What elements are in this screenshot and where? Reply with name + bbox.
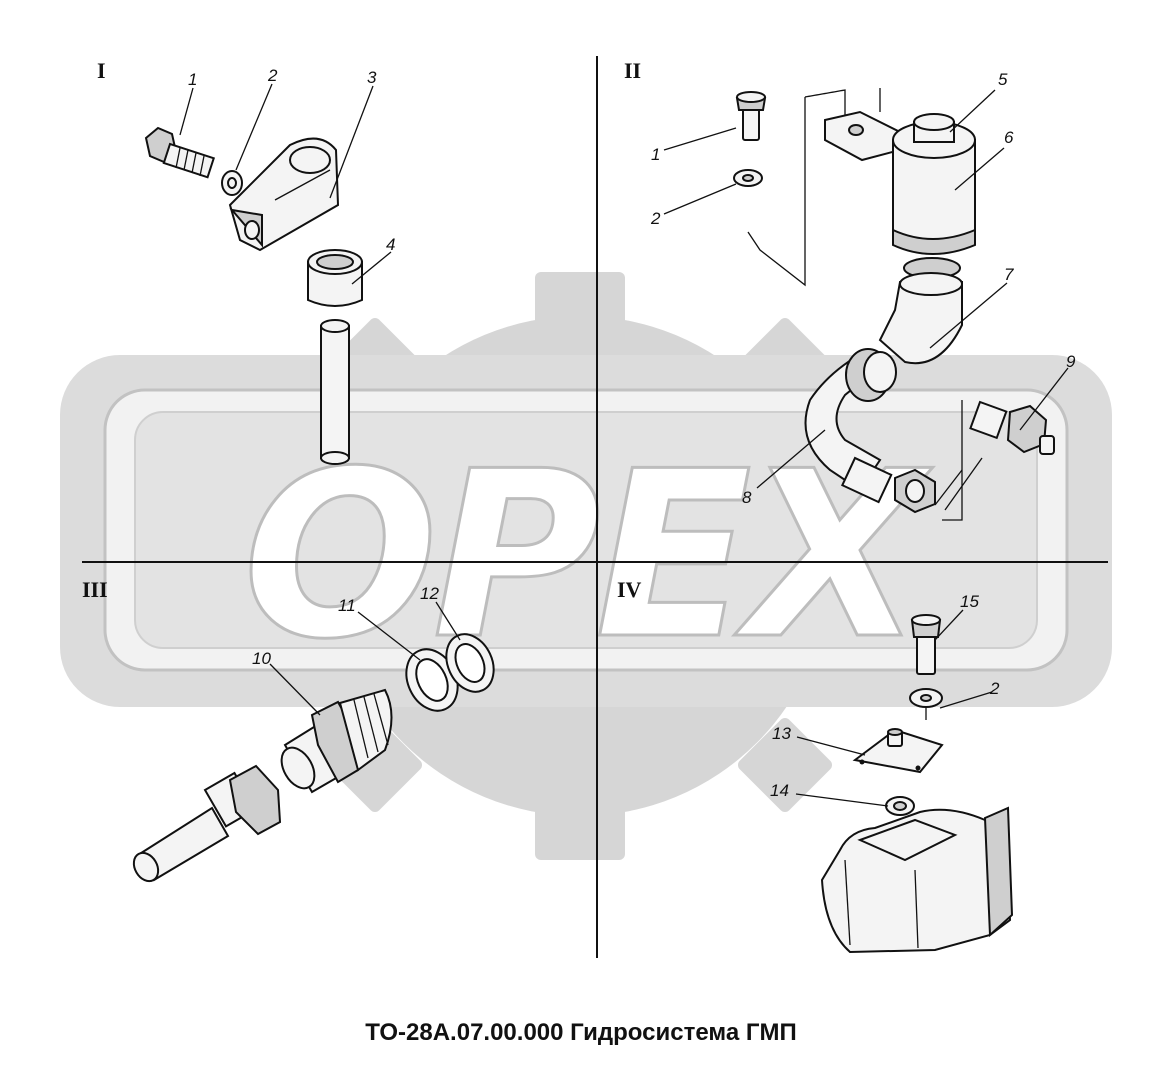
seal-part-11 bbox=[405, 648, 459, 712]
pump-housing-part-14 bbox=[820, 796, 1014, 954]
bolt-part-1 bbox=[144, 126, 216, 179]
callout-q4-2: 2 bbox=[989, 679, 1000, 698]
bolt-part-15 bbox=[910, 614, 942, 675]
callout-q1-1: 1 bbox=[188, 70, 197, 89]
callout-q4-15: 15 bbox=[960, 592, 979, 611]
callout-q1-4: 4 bbox=[386, 235, 395, 254]
bracket-part-3 bbox=[228, 137, 340, 252]
quadrant-i: 1 2 3 4 bbox=[144, 66, 395, 465]
filter-bracket bbox=[824, 110, 901, 162]
callout-q2-2: 2 bbox=[650, 209, 661, 228]
quadrant-label-iv: IV bbox=[617, 577, 642, 602]
quadrant-iv: 15 2 13 14 bbox=[770, 592, 1014, 954]
callout-q4-13: 13 bbox=[772, 724, 791, 743]
cover-plate-part-13 bbox=[852, 728, 944, 774]
sleeve-part-4 bbox=[307, 249, 363, 307]
callout-q3-12: 12 bbox=[420, 584, 439, 603]
callout-q2-5: 5 bbox=[998, 70, 1008, 89]
bolt-part-1-q2 bbox=[735, 91, 767, 141]
callout-q3-11: 11 bbox=[338, 596, 356, 615]
callout-q4-14: 14 bbox=[770, 781, 789, 800]
elbow-part-7 bbox=[878, 257, 963, 365]
hose-part-8 bbox=[804, 348, 936, 514]
quadrant-label-iii: III bbox=[82, 577, 108, 602]
callout-q3-10: 10 bbox=[252, 649, 271, 668]
callout-q2-6: 6 bbox=[1004, 128, 1014, 147]
tube-fitting bbox=[132, 764, 282, 883]
filter-cap-part-5 bbox=[913, 113, 955, 143]
callout-q2-7: 7 bbox=[1004, 265, 1014, 284]
sensor-part-9 bbox=[969, 400, 1055, 455]
quadrant-label-ii: II bbox=[624, 58, 641, 83]
diagram-caption: ТО-28А.07.00.000 Гидросистема ГМП bbox=[365, 1019, 796, 1046]
quadrant-iii: 10 11 12 bbox=[132, 584, 495, 883]
callout-q1-2: 2 bbox=[267, 66, 278, 85]
callout-q2-9: 9 bbox=[1066, 352, 1076, 371]
callout-q1-3: 3 bbox=[367, 68, 377, 87]
callout-q2-8: 8 bbox=[742, 488, 752, 507]
quadrant-label-i: I bbox=[97, 58, 106, 83]
union-part-10 bbox=[280, 688, 393, 794]
pipe-stub bbox=[320, 319, 350, 465]
callout-q2-1: 1 bbox=[651, 145, 660, 164]
opex-watermark-text: OPEX bbox=[243, 423, 933, 690]
quadrant-ii: 1 2 5 6 7 8 9 bbox=[650, 70, 1076, 521]
